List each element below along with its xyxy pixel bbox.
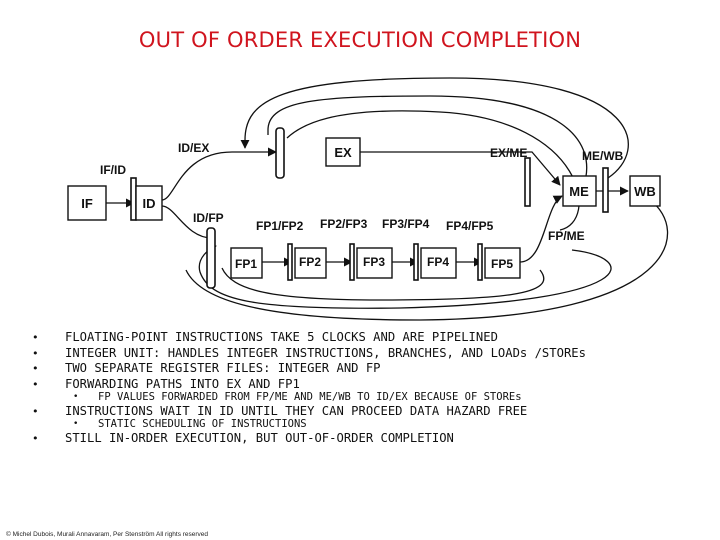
bullet-text: STILL IN-ORDER EXECUTION, BUT OUT-OF-ORD… xyxy=(65,430,454,445)
stage-label-me: ME xyxy=(569,184,589,199)
latch-fp3-fp4 xyxy=(413,243,419,281)
page-title: OUT OF ORDER EXECUTION COMPLETION xyxy=(138,28,582,52)
latch-fp2-fp3 xyxy=(349,243,355,281)
stage-ex xyxy=(325,137,361,167)
sub-bullet-text: FP VALUES FORWARDED FROM FP/ME AND ME/WB… xyxy=(98,391,522,403)
latch-fp4-fp5 xyxy=(477,243,483,281)
bullet-text: TWO SEPARATE REGISTER FILES: INTEGER AND… xyxy=(65,361,381,375)
bullet-text: FLOATING-POINT INSTRUCTIONS TAKE 5 CLOCK… xyxy=(65,330,498,344)
stage-id xyxy=(135,185,163,221)
id-to-ex-path xyxy=(161,147,277,201)
bullet-list: •FLOATING-POINT INSTRUCTIONS TAKE 5 CLOC… xyxy=(32,330,692,446)
latch-label-me-wb: ME/WB xyxy=(582,149,624,163)
stage-fp5 xyxy=(484,247,521,279)
bullet-item: •INTEGER UNIT: HANDLES INTEGER INSTRUCTI… xyxy=(32,345,586,360)
stage-label-id: ID xyxy=(143,196,156,211)
latch-label-fp-me: FP/ME xyxy=(548,229,585,243)
forward-path-fp-to-ex xyxy=(286,110,580,231)
pipeline-diagram: IF ID EX ME WB FP1 FP2 FP3 FP4 FP5 IF/ID… xyxy=(67,77,669,321)
stage-me xyxy=(562,175,597,207)
bullet-text: INTEGER UNIT: HANDLES INTEGER INSTRUCTIO… xyxy=(65,345,586,360)
latch-id-fp xyxy=(206,227,216,289)
stage-label-fp3: FP3 xyxy=(363,255,385,269)
stage-wb xyxy=(629,175,661,207)
latch-ex-me xyxy=(524,157,531,207)
forward-path-fp5-to-fp1 xyxy=(221,267,545,301)
latch-label-fp3-fp4: FP3/FP4 xyxy=(382,217,430,231)
sub-bullet-item: •STATIC SCHEDULING OF INSTRUCTIONS xyxy=(73,418,307,430)
stage-label-if: IF xyxy=(81,196,93,211)
bullet-text: INSTRUCTIONS WAIT IN ID UNTIL THEY CAN P… xyxy=(65,403,528,418)
stage-fp1 xyxy=(230,247,263,279)
bullet-item: •FLOATING-POINT INSTRUCTIONS TAKE 5 CLOC… xyxy=(32,330,498,344)
latch-me-wb xyxy=(602,167,609,213)
stage-label-fp2: FP2 xyxy=(299,255,321,269)
stage-label-wb: WB xyxy=(634,184,656,199)
stage-fp3 xyxy=(356,247,393,279)
latch-label-fp4-fp5: FP4/FP5 xyxy=(446,219,494,233)
bullet-item: •TWO SEPARATE REGISTER FILES: INTEGER AN… xyxy=(32,361,381,375)
latch-label-fp1-fp2: FP1/FP2 xyxy=(256,219,304,233)
latch-label-if-id: IF/ID xyxy=(100,163,126,177)
latch-if-id xyxy=(130,177,137,221)
stage-fp4 xyxy=(420,247,457,279)
latch-label-id-ex: ID/EX xyxy=(178,141,209,155)
stage-if xyxy=(67,185,107,221)
sub-bullet-item: •FP VALUES FORWARDED FROM FP/ME AND ME/W… xyxy=(73,391,522,403)
fp5-to-me xyxy=(519,195,563,263)
stage-label-fp4: FP4 xyxy=(427,255,449,269)
bullet-text: FORWARDING PATHS INTO EX AND FP1 xyxy=(65,376,300,391)
forward-path-wb-to-fp1 xyxy=(185,199,669,321)
copyright-footer: © Michel Dubois, Murali Annavaram, Per S… xyxy=(6,531,209,538)
stage-label-fp1: FP1 xyxy=(235,257,257,271)
forward-path-me-to-ex xyxy=(267,95,588,189)
latch-fp1-fp2 xyxy=(287,243,293,281)
stage-fp2 xyxy=(294,247,327,279)
latch-label-fp2-fp3: FP2/FP3 xyxy=(320,217,368,231)
forward-path-wb-to-ex xyxy=(240,77,629,179)
sub-bullet-text: STATIC SCHEDULING OF INSTRUCTIONS xyxy=(98,418,307,430)
latch-label-id-fp: ID/FP xyxy=(193,211,224,225)
stage-label-ex: EX xyxy=(334,145,352,160)
ex-to-me-path xyxy=(360,151,561,186)
bullet-item: •STILL IN-ORDER EXECUTION, BUT OUT-OF-OR… xyxy=(32,430,454,445)
bullet-item: •INSTRUCTIONS WAIT IN ID UNTIL THEY CAN … xyxy=(32,403,528,418)
forward-path-to-fp1 xyxy=(198,244,612,309)
latch-label-ex-me: EX/ME xyxy=(490,146,527,160)
id-to-fp-path xyxy=(161,205,213,239)
latch-id-ex xyxy=(275,127,285,179)
stage-label-fp5: FP5 xyxy=(491,257,513,271)
bullet-item: •FORWARDING PATHS INTO EX AND FP1 xyxy=(32,376,300,391)
